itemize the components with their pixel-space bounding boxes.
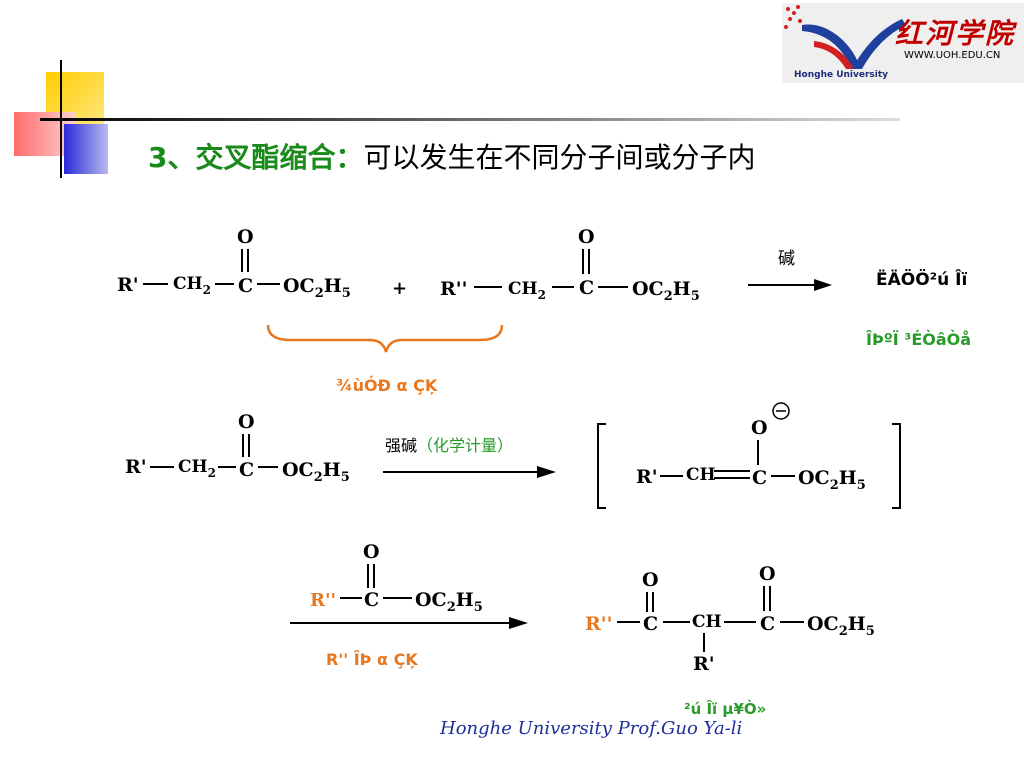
logo-url: WWW.UOH.EDU.CN	[904, 50, 1001, 61]
r1-group: R'	[117, 274, 139, 296]
carbon-label: C	[364, 589, 379, 611]
plus-sign: +	[392, 278, 407, 299]
right-bracket	[892, 423, 901, 509]
r2-group: R''	[310, 590, 336, 611]
logo	[782, 3, 1024, 83]
oxygen-label: O	[363, 541, 380, 563]
header-rule	[40, 118, 900, 121]
ch2-label: CH2	[173, 274, 211, 297]
carbon-label: C	[239, 459, 254, 481]
ch-label: CH	[686, 465, 716, 485]
oxygen-label: O	[642, 569, 659, 591]
base-label-1: 碱	[778, 249, 795, 269]
negative-charge-icon	[772, 402, 790, 420]
r1-group: R'	[636, 466, 658, 488]
carbon-label: C	[752, 467, 767, 489]
base-label-2: 强碱（化学计量）	[385, 432, 513, 456]
r1-group: R'	[693, 653, 715, 675]
ch2-label: CH2	[508, 279, 546, 302]
footer-credit: Honghe University Prof.Guo Ya-li	[440, 718, 743, 739]
strong-base-text: 强碱	[385, 436, 418, 455]
stoichiometric-text: （化学计量）	[417, 436, 514, 455]
ethoxy-group: OC2H5	[807, 613, 875, 639]
oxygen-label: O	[237, 226, 254, 248]
r1-group: R'	[125, 456, 147, 478]
arrow-head-icon	[814, 279, 832, 291]
alpha-hydrogen-note: ¾ùÓÐ α ÇĶ	[336, 376, 438, 395]
page-title: 3、交叉酯缩合：可以发生在不同分子间或分子内	[148, 136, 756, 176]
oxygen-label: O	[238, 411, 255, 433]
ethoxy-group: OC2H5	[415, 589, 483, 615]
ethoxy-group: OC2H5	[282, 459, 350, 485]
product-note-1: ÎÞºÏ ³ÉÒâÒå	[866, 330, 972, 349]
ch2-label: CH2	[178, 457, 216, 480]
ethoxy-group: OC2H5	[283, 275, 351, 301]
oxygen-label: O	[578, 226, 595, 248]
carbon-label: C	[579, 277, 594, 299]
brace-icon	[266, 324, 504, 353]
product-label-1: ËÄÖÖ²ú Îï	[876, 270, 968, 290]
logo-mark-icon	[784, 5, 906, 70]
logo-chinese-name: 红河学院	[895, 17, 1016, 50]
no-alpha-h-note: R'' ÎÞ α ÇĶ	[326, 650, 418, 669]
r2-group: R''	[585, 613, 612, 635]
ch-label: CH	[692, 612, 722, 632]
left-bracket	[597, 423, 606, 509]
ethoxy-group: OC2H5	[798, 467, 866, 493]
single-product-note: ²ú Îï µ¥Ò»	[684, 700, 767, 718]
carbon-label: C	[760, 613, 775, 635]
oxygen-label: O	[751, 417, 768, 439]
title-text: 可以发生在不同分子间或分子内	[363, 141, 756, 174]
ethoxy-group: OC2H5	[632, 278, 700, 304]
logo-english-name: Honghe University	[794, 70, 889, 80]
r2-group: R''	[440, 278, 467, 300]
arrow-head-icon	[537, 466, 556, 478]
carbon-label: C	[238, 275, 253, 297]
oxygen-label: O	[759, 563, 776, 585]
arrow-head-icon	[509, 617, 528, 629]
title-number: 3、交叉酯缩合：	[148, 141, 364, 174]
carbon-label: C	[643, 613, 658, 635]
corner-blue-block	[64, 124, 108, 174]
